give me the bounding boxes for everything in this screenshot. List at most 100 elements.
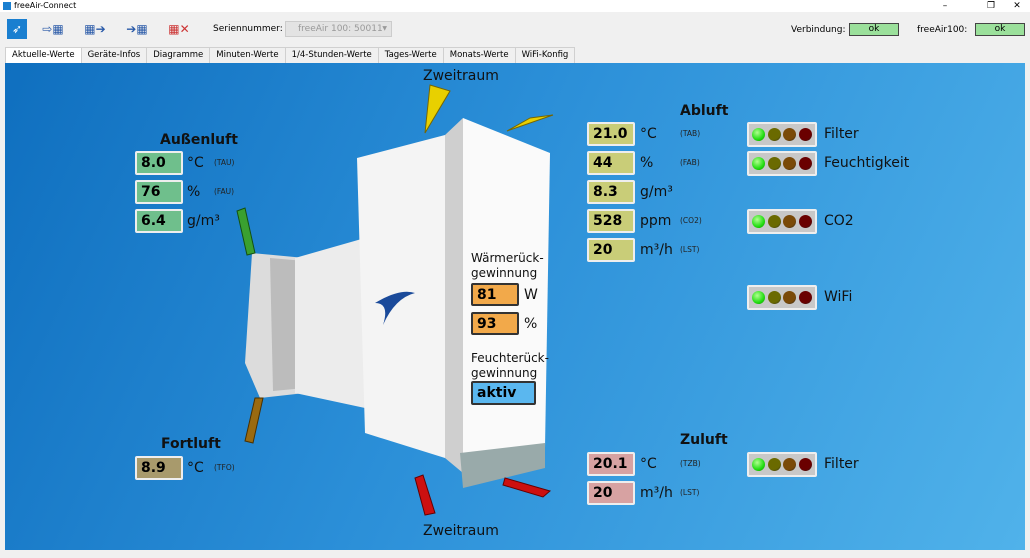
tab-minuten-werte[interactable]: Minuten-Werte bbox=[209, 47, 286, 63]
app-icon bbox=[3, 2, 11, 10]
zweitraum-bottom-label: Zweitraum bbox=[423, 523, 499, 539]
serial-label: Seriennummer: bbox=[213, 24, 283, 34]
zuluft-temperature: 20.1 bbox=[587, 452, 635, 476]
minimize-button[interactable]: – bbox=[942, 1, 948, 11]
current-values-panel: Zweitraum Zweitraum Außenluft 8.0 °C (TA… bbox=[5, 63, 1025, 550]
status-light-icon bbox=[798, 458, 812, 471]
indicator-label-feuchtigkeit: Feuchtigkeit bbox=[824, 155, 910, 171]
serial-value: freeAir 100: 50011 bbox=[298, 24, 383, 34]
indicator-label-filter-abluft: Filter bbox=[824, 126, 859, 142]
status-light-icon bbox=[752, 215, 766, 228]
status-light-icon bbox=[767, 458, 781, 471]
traffic-light-filter-abluft bbox=[747, 122, 817, 147]
heat-recovery-power: 81 bbox=[471, 283, 519, 306]
waerme-heading-2: gewinnung bbox=[471, 266, 538, 280]
sensor-code: (TZB) bbox=[680, 459, 701, 468]
unit-label: W bbox=[524, 287, 538, 303]
status-light-icon bbox=[767, 215, 781, 228]
abluft-airflow: 20 bbox=[587, 238, 635, 262]
maximize-button[interactable]: ❐ bbox=[986, 1, 996, 11]
device-label: freeAir100: bbox=[917, 25, 968, 35]
aussenluft-abs-humidity: 6.4 bbox=[135, 209, 183, 233]
chevron-down-icon: ▼ bbox=[382, 25, 387, 32]
tab-aktuelle-werte[interactable]: Aktuelle-Werte bbox=[5, 47, 82, 63]
status-light-icon bbox=[752, 458, 766, 471]
aussenluft-temperature: 8.0 bbox=[135, 151, 183, 175]
unit-label: °C bbox=[640, 456, 657, 472]
tab-monats-werte[interactable]: Monats-Werte bbox=[442, 47, 516, 63]
indicator-label-co2: CO2 bbox=[824, 213, 854, 229]
unit-label: °C bbox=[187, 155, 204, 171]
abluft-co2: 528 bbox=[587, 209, 635, 233]
status-light-icon bbox=[798, 291, 812, 304]
device-status: ok bbox=[975, 23, 1025, 36]
unit-label: g/m³ bbox=[187, 213, 220, 229]
traffic-light-wifi bbox=[747, 285, 817, 310]
status-light-icon bbox=[767, 291, 781, 304]
sensor-code: (LST) bbox=[680, 488, 700, 497]
feuchte-heading-2: gewinnung bbox=[471, 366, 538, 380]
status-light-icon bbox=[783, 291, 797, 304]
abluft-humidity: 44 bbox=[587, 151, 635, 175]
status-light-icon bbox=[783, 458, 797, 471]
unit-label: °C bbox=[640, 126, 657, 142]
abluft-heading: Abluft bbox=[680, 103, 729, 119]
freeair-logo-button[interactable]: ➶ bbox=[7, 19, 27, 39]
sensor-code: (FAU) bbox=[214, 187, 235, 196]
status-light-icon bbox=[798, 215, 812, 228]
heat-recovery-efficiency: 93 bbox=[471, 312, 519, 335]
zuluft-airflow: 20 bbox=[587, 481, 635, 505]
unit-label: m³/h bbox=[640, 485, 673, 501]
sensor-code: (FAB) bbox=[680, 158, 700, 167]
unit-label: % bbox=[187, 184, 201, 200]
delete-data-icon[interactable]: ▦✕ bbox=[168, 22, 190, 36]
zweitraum-top-label: Zweitraum bbox=[423, 68, 499, 84]
tab-viertelstunden-werte[interactable]: 1/4-Stunden-Werte bbox=[284, 47, 379, 63]
connection-label: Verbindung: bbox=[791, 25, 846, 35]
unit-label: % bbox=[640, 155, 654, 171]
indicator-label-wifi: WiFi bbox=[824, 289, 853, 305]
status-light-icon bbox=[752, 291, 766, 304]
sensor-code: (TAB) bbox=[680, 129, 701, 138]
unit-label: ppm bbox=[640, 213, 672, 229]
fortluft-heading: Fortluft bbox=[161, 436, 221, 452]
status-light-icon bbox=[767, 157, 781, 170]
sensor-code: (CO2) bbox=[680, 216, 702, 225]
aussenluft-humidity: 76 bbox=[135, 180, 183, 204]
abluft-abs-humidity: 8.3 bbox=[587, 180, 635, 204]
traffic-light-filter-zuluft bbox=[747, 452, 817, 477]
import-csv-icon[interactable]: ➔▦ bbox=[126, 22, 148, 36]
status-light-icon bbox=[767, 128, 781, 141]
status-light-icon bbox=[798, 157, 812, 170]
tab-geraete-infos[interactable]: Geräte-Infos bbox=[80, 47, 148, 63]
connect-device-icon[interactable]: ⇨▦ bbox=[42, 22, 64, 36]
connection-status: ok bbox=[849, 23, 899, 36]
abluft-temperature: 21.0 bbox=[587, 122, 635, 146]
zuluft-heading: Zuluft bbox=[680, 432, 728, 448]
waerme-heading: Wärmerück- bbox=[471, 251, 544, 265]
tab-diagramme[interactable]: Diagramme bbox=[146, 47, 211, 63]
unit-label: °C bbox=[187, 460, 204, 476]
tab-tages-werte[interactable]: Tages-Werte bbox=[377, 47, 444, 63]
traffic-light-co2 bbox=[747, 209, 817, 234]
status-light-icon bbox=[783, 128, 797, 141]
aussenluft-heading: Außenluft bbox=[160, 132, 238, 148]
indicator-label-filter-zuluft: Filter bbox=[824, 456, 859, 472]
tab-wifi-konfig[interactable]: WiFi-Konfig bbox=[514, 47, 576, 63]
status-light-icon bbox=[783, 157, 797, 170]
unit-label: g/m³ bbox=[640, 184, 673, 200]
unit-label: % bbox=[524, 316, 538, 332]
humidity-recovery-status: aktiv bbox=[471, 381, 536, 405]
traffic-light-feuchtigkeit bbox=[747, 151, 817, 176]
sensor-code: (TFO) bbox=[214, 463, 235, 472]
sensor-code: (TAU) bbox=[214, 158, 235, 167]
unit-label: m³/h bbox=[640, 242, 673, 258]
status-light-icon bbox=[752, 157, 766, 170]
tab-bar: Aktuelle-Werte Geräte-Infos Diagramme Mi… bbox=[5, 47, 576, 63]
close-button[interactable]: ✕ bbox=[1013, 1, 1021, 11]
export-csv-icon[interactable]: ▦➔ bbox=[84, 22, 106, 36]
title-bar: freeAir-Connect – ❐ ✕ bbox=[0, 0, 1030, 12]
serial-select[interactable]: freeAir 100: 50011▼ bbox=[285, 21, 392, 37]
status-light-icon bbox=[783, 215, 797, 228]
window-title: freeAir-Connect bbox=[14, 1, 77, 10]
